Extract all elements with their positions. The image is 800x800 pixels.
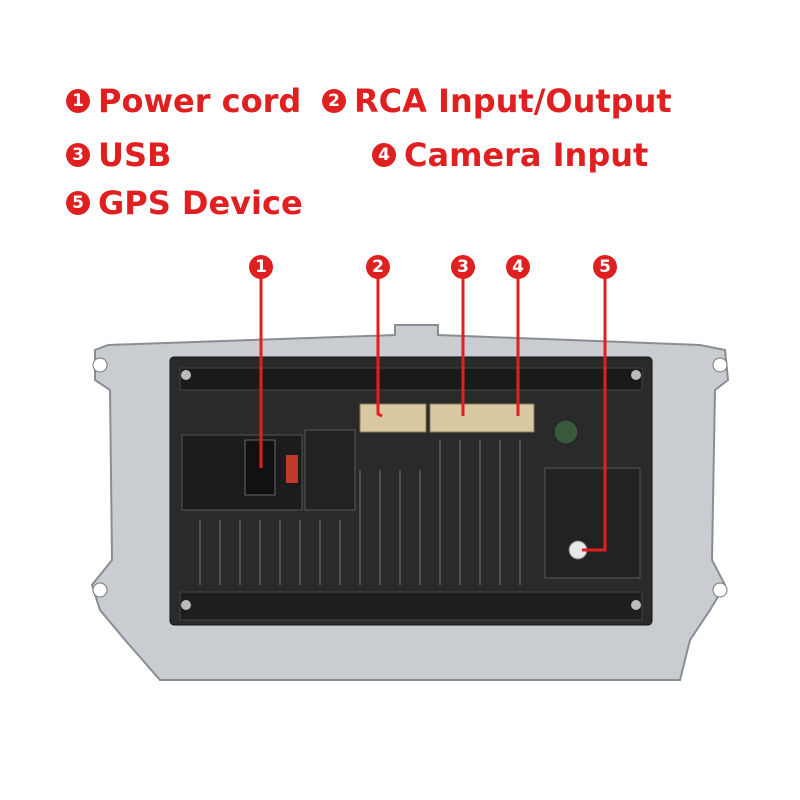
legend-label-camera: Camera Input (404, 136, 649, 174)
badge-2: 2 (322, 89, 346, 113)
marker-1: 1 (249, 255, 273, 279)
legend-item-camera: 4 Camera Input (372, 136, 648, 174)
legend-item-rca: 2 RCA Input/Output (322, 82, 672, 120)
legend-label-rca: RCA Input/Output (354, 82, 672, 120)
callout-lines (259, 278, 607, 552)
marker-4: 4 (506, 255, 530, 279)
legend-item-usb: 3 USB (66, 136, 171, 174)
gps-antenna-socket (553, 419, 579, 445)
legend-item-power-cord: 1 Power cord (66, 82, 301, 120)
legend-label-power-cord: Power cord (98, 82, 302, 120)
marker-2: 2 (366, 255, 390, 279)
badge-5: 5 (66, 191, 90, 215)
badge-3: 3 (66, 143, 90, 167)
legend-label-usb: USB (98, 136, 172, 174)
rca-connector (359, 403, 427, 433)
marker-3: 3 (451, 255, 475, 279)
power-connector-block (181, 434, 303, 511)
top-vents (179, 367, 643, 391)
legend-item-gps: 5 GPS Device (66, 184, 303, 222)
badge-1: 1 (66, 89, 90, 113)
legend-label-gps: GPS Device (98, 184, 303, 222)
marker-5: 5 (593, 255, 617, 279)
badge-4: 4 (372, 143, 396, 167)
